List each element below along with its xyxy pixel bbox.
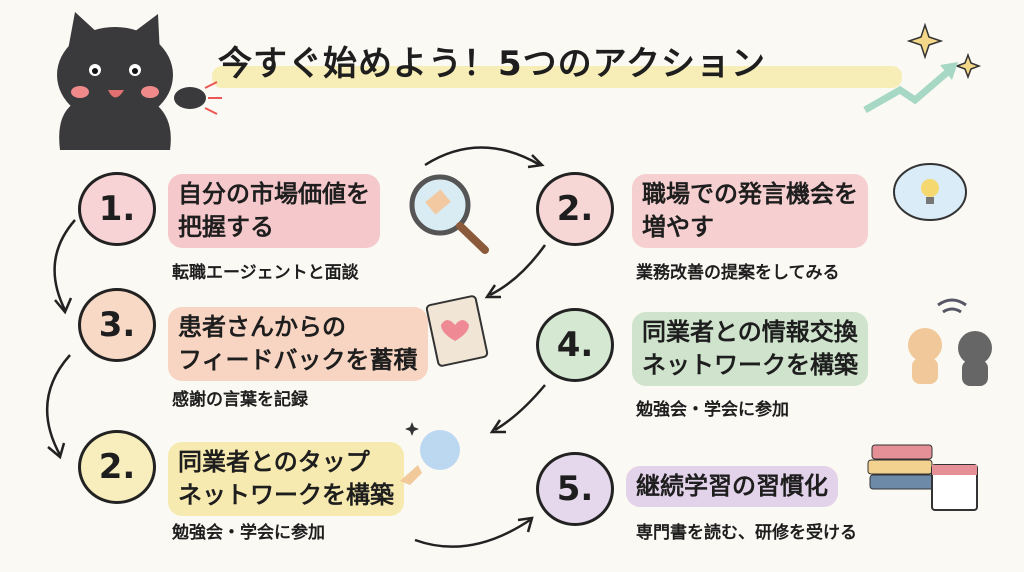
arrow-1-to-3 (53, 219, 76, 311)
lightbulb-speech-icon (893, 163, 967, 221)
action-title-line2: ネットワークを構築 (178, 481, 394, 509)
action-title-line1: 継続学習の習慣化 (636, 472, 828, 500)
action-title-line1: 同業者とのタップ (178, 448, 370, 476)
step-number-circle: 5. (536, 452, 614, 526)
magnifier-icon (409, 174, 489, 254)
action-title-line2: ネットワークを構築 (642, 351, 858, 379)
arrow-3-to-2b (45, 354, 71, 456)
action-title-line1: 自分の市場価値を (178, 180, 370, 208)
action-title-line2: フィードバックを蓄積 (178, 346, 418, 374)
action-detail: 感謝の言葉を記録 (172, 390, 308, 410)
action-detail: 勉強会・学会に参加 (636, 400, 789, 420)
action-detail: 勉強会・学会に参加 (172, 523, 325, 543)
action-title-line1: 職場での発言機会を (642, 180, 858, 208)
action-title-line1: 患者さんからの (178, 313, 346, 341)
action-card-2b: 同業者とのタップネットワークを構築 (168, 442, 404, 516)
cats-wifi-icon (908, 298, 992, 386)
black-cat-icon (57, 12, 222, 150)
arrow-2-to-3 (489, 244, 547, 297)
title-highlight (212, 66, 902, 88)
action-detail: 業務改善の提案をしてみる (636, 263, 840, 283)
action-card-5: 継続学習の習慣化 (626, 466, 838, 507)
books-calendar-icon (867, 444, 978, 511)
action-title-line1: 同業者との情報交換 (642, 318, 858, 346)
growth-arrow-icon (863, 22, 982, 114)
trophy-sparkle-icon (400, 422, 460, 485)
action-title-line2: 把握する (178, 213, 274, 241)
arrow-1-to-2 (424, 146, 541, 167)
action-card-2: 職場での発言機会を増やす (632, 174, 868, 248)
step-number-circle: 3. (78, 288, 156, 362)
step-number-circle: 1. (78, 172, 156, 246)
arrow-4-to-2b (494, 384, 546, 432)
action-card-4: 同業者との情報交換ネットワークを構築 (632, 312, 868, 386)
action-title-line2: 増やす (642, 213, 714, 241)
action-detail: 転職エージェントと面談 (172, 263, 359, 283)
action-detail: 専門書を読む、研修を受ける (636, 523, 857, 543)
arrow-2b-to-5 (414, 518, 531, 548)
notebook-heart-icon (425, 295, 489, 367)
step-number-circle: 2. (78, 430, 156, 504)
action-card-1: 自分の市場価値を把握する (168, 174, 380, 248)
action-card-3: 患者さんからのフィードバックを蓄積 (168, 307, 428, 381)
page-title: 今すぐ始めよう！5つのアクション (218, 44, 766, 84)
step-number-circle: 2. (536, 172, 614, 246)
step-number-circle: 4. (536, 308, 614, 382)
